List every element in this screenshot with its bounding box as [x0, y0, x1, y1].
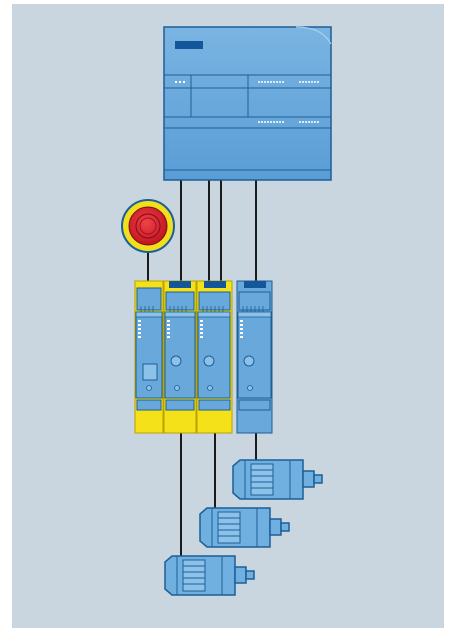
motor-top — [232, 459, 323, 500]
module-status-window — [142, 363, 158, 381]
plc-output-terminals — [258, 121, 319, 123]
standard-module — [236, 280, 273, 434]
wires — [147, 180, 257, 558]
plc-input-terminals — [258, 81, 319, 83]
plc-brand-badge — [175, 41, 203, 49]
safety-module-2 — [163, 280, 197, 434]
motor-bottom — [164, 555, 255, 596]
safety-module-3 — [196, 280, 233, 434]
safety-module-1 — [134, 280, 164, 434]
motor-middle — [199, 507, 290, 548]
plc-status-leds — [175, 81, 185, 83]
emergency-stop-button-icon — [121, 199, 175, 253]
plc-controller-icon — [163, 26, 332, 181]
